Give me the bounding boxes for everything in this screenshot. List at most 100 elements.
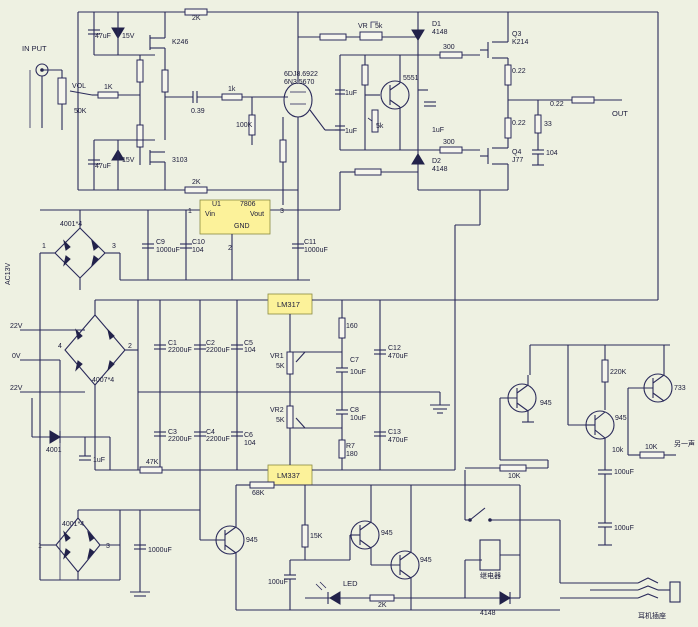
relay-label: 继电器: [480, 571, 501, 580]
v0-label: 0V: [12, 353, 21, 360]
jfet-bottom-label: 3103: [172, 157, 188, 164]
c10-value: 104: [192, 247, 204, 254]
relay-coil: [479, 539, 501, 571]
c3-label: C3: [168, 429, 177, 436]
c4-label: C4: [206, 429, 215, 436]
zener-bottom-value: 15V: [122, 157, 135, 164]
c-zobel-value: 104: [546, 150, 558, 157]
vol-potentiometer: [57, 77, 67, 105]
r-47k-label: 47K: [146, 459, 159, 466]
delay-section: 945 220K 945 10k 100uF 100uF 733: [465, 344, 695, 546]
c3-value: 2200uF: [168, 436, 192, 443]
c7-value: 10uF: [350, 369, 366, 376]
headphone-jack: [669, 581, 681, 603]
vr2-label: VR2: [270, 407, 284, 414]
lm337-label: LM337: [277, 471, 300, 480]
vr-value: 5k: [375, 23, 383, 30]
transistor-945-delay-a-label: 945: [540, 400, 552, 407]
d1-label: D1: [432, 21, 441, 28]
c7-label: C7: [350, 357, 359, 364]
r-grid-value: 100K: [236, 122, 253, 129]
transistor-5551: [380, 80, 410, 110]
transistor-945-b-label: 945: [381, 530, 393, 537]
c12-value: 470uF: [388, 353, 408, 360]
input-label: IN PUT: [22, 44, 47, 53]
c-100uf-a-label: 100uF: [614, 469, 634, 476]
u1-gnd: GND: [234, 223, 250, 230]
r-q3-value: 0.22: [512, 68, 526, 75]
u1-pin2: 2: [228, 245, 232, 252]
tube-section: 6DJ8.6922 6N3.5670: [279, 12, 340, 205]
c8-label: C8: [350, 407, 359, 414]
c9-value: 1000uF: [156, 247, 180, 254]
diode-4001-label: 4001: [46, 447, 62, 454]
lm317-label: LM317: [277, 300, 300, 309]
bridge-main-node2: 2: [128, 343, 132, 350]
ac13v-label: AC13V: [5, 262, 12, 285]
u1-pin3: 3: [280, 208, 284, 215]
c10-label: C10: [192, 239, 205, 246]
r180-value: 180: [346, 451, 358, 458]
c-1000uf-label: 1000uF: [148, 547, 172, 554]
c5-value: 104: [244, 347, 256, 354]
c4-value: 2200uF: [206, 436, 230, 443]
vacuum-tube: [283, 82, 313, 118]
u1-pin1: 1: [188, 208, 192, 215]
zener-top-value: 15V: [122, 33, 135, 40]
input-resistor-label: 1K: [104, 84, 113, 91]
d1-diode: [411, 29, 425, 41]
r160-value: 160: [346, 323, 358, 330]
transistor-733-label: 733: [674, 385, 686, 392]
transistor-945-delay-b-label: 945: [615, 415, 627, 422]
q3-type: K214: [512, 39, 528, 46]
c-b-value: 1uF: [345, 128, 357, 135]
vr-trim: [359, 31, 383, 41]
r7-label: R7: [346, 443, 355, 450]
d1-type: 4148: [432, 29, 448, 36]
bridge-main-label: 4007*4: [92, 377, 114, 384]
cap-bottom-value: 47uF: [95, 163, 111, 170]
c11-label: C11: [304, 239, 316, 246]
r-series-value: 1k: [228, 86, 236, 93]
q4-label: Q4: [512, 149, 521, 156]
v22b-label: 22V: [10, 385, 23, 392]
v22a-label: 22V: [10, 323, 23, 330]
c-coupling-value: 0.39: [191, 108, 205, 115]
vr1-label: VR1: [270, 353, 284, 360]
vr2-value: 5K: [276, 417, 285, 424]
q3-label: Q3: [512, 31, 521, 38]
bridge-bottom-node1: 1: [38, 543, 42, 550]
c2-value: 2200uF: [206, 347, 230, 354]
protection-section: 4001 1uF 47K 4001*4 1 3 1000uF: [31, 253, 681, 620]
r-q4-value: 0.22: [512, 120, 526, 127]
vr1-potentiometer: [286, 351, 294, 375]
relay-switch: [469, 507, 486, 521]
u1-vout: Vout: [250, 211, 264, 218]
vr-label: VR: [358, 23, 368, 30]
c6-value: 104: [244, 440, 256, 447]
c-100uf-b-label: 100uF: [614, 525, 634, 532]
vr2-potentiometer: [286, 405, 294, 429]
c9-label: C9: [156, 239, 165, 246]
c6-label: C6: [244, 432, 253, 439]
bridge-main-node4: 4: [58, 343, 62, 350]
r-10k-a-label: 10K: [508, 473, 521, 480]
u1-type: 7806: [240, 201, 256, 208]
bridge-bottom-node3: 3: [106, 543, 110, 550]
r-left2-value: 300: [443, 139, 455, 146]
tube-type-2: 6N3.5670: [284, 79, 314, 86]
vol-value: 50K: [74, 108, 87, 115]
u1-vin: Vin: [205, 211, 215, 218]
c1-value: 2200uF: [168, 347, 192, 354]
led-label: LED: [343, 579, 358, 588]
c8-value: 10uF: [350, 415, 366, 422]
bridge-top-node3: 3: [112, 243, 116, 250]
r-2k-label: 2K: [378, 602, 387, 609]
c13-label: C13: [388, 429, 401, 436]
c11-value: 1000uF: [304, 247, 328, 254]
tube-regulator-section: U1 7806 Vin Vout GND 1 3 2 4001*4 1 3 AC…: [5, 180, 341, 290]
r-out-value: 0.22: [550, 101, 564, 108]
c5-label: C5: [244, 340, 253, 347]
d2-label: D2: [432, 158, 441, 165]
